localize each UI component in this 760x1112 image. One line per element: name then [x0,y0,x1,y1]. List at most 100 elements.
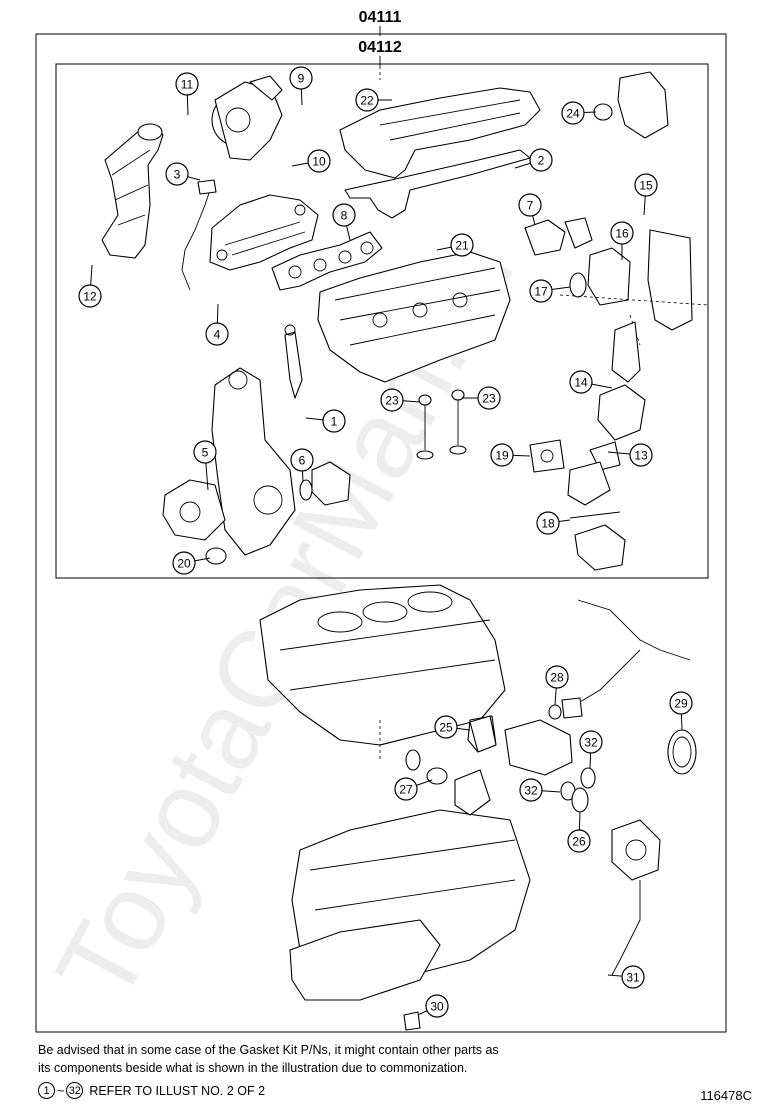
drain-plug-part [403,1011,421,1031]
callout-leader [186,94,189,116]
callout-circle [536,511,560,535]
callout-label-8: 8 [341,209,348,223]
callout-leader [291,162,309,167]
callout-leader [607,451,631,455]
callout-label-4: 4 [214,328,221,342]
egr-valve-part [593,71,669,139]
exhaust-manifold-part [209,194,319,271]
callout-leader [90,264,93,286]
valve-cover-gasket-part [344,149,531,219]
oil-pan-part [289,809,531,1001]
callout-leader [532,215,536,226]
intake-part [524,217,593,256]
callout-label-30: 30 [430,1000,444,1014]
callout-label-15: 15 [639,179,653,193]
callout-leader [680,713,683,731]
callout-leader [416,779,433,786]
callout-circle [290,448,314,472]
cylinder-head-part [317,251,511,383]
callout-label-22: 22 [360,94,374,108]
callout-label-7: 7 [527,199,534,213]
callout-leader [514,162,531,169]
callout-label-29: 29 [674,697,688,711]
note-line-2: its components beside what is shown in t… [38,1061,468,1075]
ref-text: REFER TO ILLUST NO. 2 OF 2 [89,1083,266,1098]
callout-label-3: 3 [174,168,181,182]
callout-leader [512,454,531,457]
callout-circle [322,409,346,433]
callout-leader [456,727,471,731]
callout-label-9: 9 [298,72,305,86]
callout-leader [551,286,571,290]
gasket-25-part [469,715,497,753]
callout-leader [589,752,592,769]
callout-label-32: 32 [524,784,538,798]
ref-separator: ~ [57,1083,65,1098]
callout-leader [436,246,452,251]
callout-circle [529,279,553,303]
callout-label-11: 11 [181,78,194,92]
note-line-1: Be advised that in some case of the Gask… [38,1043,499,1057]
callout-label-12: 12 [83,290,97,304]
plug-part [405,749,421,771]
callout-leader [346,225,351,241]
callout-label-24: 24 [566,107,580,121]
callout-leader [305,417,324,421]
turbocharger-part [211,75,283,161]
callout-circle [425,994,449,1018]
callout-circle [518,193,542,217]
ref-from-circle: 1 [38,1082,55,1099]
callout-circle [380,388,404,412]
callout-label-19: 19 [495,449,509,463]
callout-label-32: 32 [584,736,598,750]
callout-leader [301,470,304,483]
callout-circle [289,66,313,90]
callout-circle [394,777,418,801]
callout-circle [450,233,474,257]
water-pipe-part [561,599,691,719]
callout-circle [332,203,356,227]
oil-filter-part [611,819,661,881]
callout-label-6: 6 [299,454,306,468]
callout-circle [78,284,102,308]
thermostat-housing-part [299,461,351,506]
callout-leader [216,303,219,324]
callout-leader [591,383,613,389]
cylinder-block-part [259,584,506,746]
callout-leader [300,88,303,106]
callout-leader [187,176,201,181]
callout-circle [634,173,658,197]
callout-leader [554,687,557,706]
callout-circle [165,162,189,186]
egr-cooler-part [569,229,693,331]
callout-label-2: 2 [538,154,545,168]
callout-circle [610,221,634,245]
callout-label-21: 21 [455,239,469,253]
callout-leader [607,974,623,977]
callout-leader [643,195,646,216]
callout-label-27: 27 [399,783,413,797]
assembly-label-inner: 04112 [358,39,402,56]
callout-circle [193,440,217,464]
callout-circle [519,778,543,802]
callout-leader [402,400,421,403]
callout-leader [417,1010,428,1016]
callout-circle [669,691,693,715]
callout-circle [579,730,603,754]
callout-circle [205,322,229,346]
callout-circle [529,148,553,172]
callout-label-14: 14 [574,376,588,390]
callout-circle [175,72,199,96]
callout-label-13: 13 [634,449,648,463]
callout-circle [477,386,501,410]
callout-label-25: 25 [439,721,453,735]
crank-seal-29-part [667,729,697,775]
egr-pipe-part [567,321,646,571]
manifold-gasket-part [271,231,383,291]
callout-circle [307,149,331,173]
callout-leader [558,519,571,523]
callout-label-18: 18 [541,517,555,531]
water-pump-part [162,479,227,565]
